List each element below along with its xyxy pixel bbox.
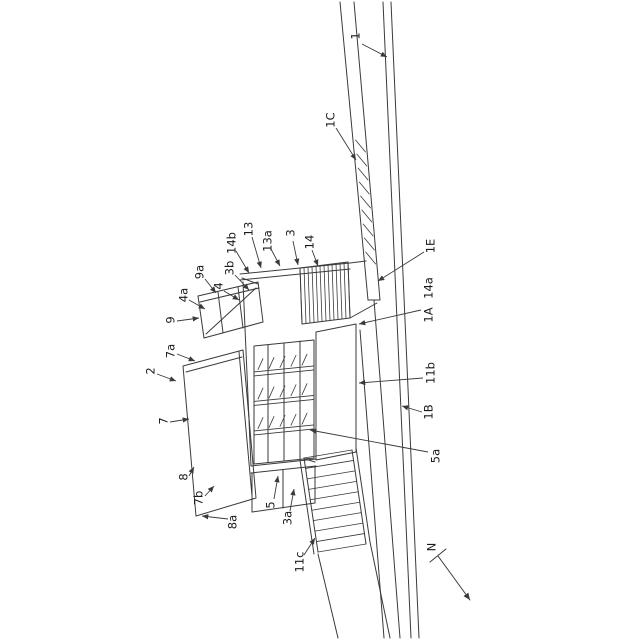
- ref-leader-11b: [358, 377, 424, 386]
- ref-label-9a: 9a: [193, 265, 217, 294]
- ref-label-14: 14: [303, 235, 319, 267]
- ref-leader-8: [188, 466, 195, 477]
- ref-label-text-14a: 14a: [422, 277, 436, 299]
- ref-label-text-1: 1: [349, 32, 363, 39]
- ref-leader-7b: [204, 485, 215, 497]
- ref-label-5a: 5a: [309, 428, 443, 463]
- ref-leader-7: [169, 417, 190, 423]
- ref-label-1E: 1E: [377, 239, 438, 282]
- ref-label-text-7b: 7b: [192, 491, 206, 506]
- ref-label-text-5a: 5a: [429, 449, 443, 463]
- ref-label-7b: 7b: [192, 485, 215, 506]
- ref-label-5: 5: [264, 475, 280, 509]
- ref-label-text-8a: 8a: [226, 515, 240, 529]
- ref-label-text-4a: 4a: [177, 288, 191, 302]
- ref-leader-4a: [188, 299, 206, 310]
- roof-panel: [182, 349, 257, 517]
- ref-label-1B: 1B: [401, 404, 436, 420]
- ref-label-text-13a: 13a: [261, 230, 275, 252]
- ref-label-text-9a: 9a: [193, 265, 207, 279]
- handrail: [197, 277, 264, 339]
- ref-leader-1E: [377, 251, 425, 282]
- ref-label-text-13: 13: [242, 222, 256, 237]
- ref-label-14a: 14a: [422, 277, 436, 299]
- ref-leader-3: [292, 240, 300, 266]
- boundary-wall-hatch: [355, 139, 377, 265]
- ref-label-7a: 7a: [164, 344, 196, 362]
- ref-label-text-1A: 1A: [422, 307, 436, 322]
- ref-leader-2: [156, 373, 177, 382]
- ref-label-3: 3: [284, 229, 300, 266]
- ref-leader-8a: [201, 514, 229, 520]
- ref-leader-7a: [176, 353, 196, 362]
- ref-label-text-1E: 1E: [424, 239, 438, 254]
- deck-body: [242, 281, 317, 513]
- ref-label-text-3: 3: [284, 229, 298, 236]
- ref-leader-1B: [401, 405, 423, 413]
- ref-label-text-14b: 14b: [225, 232, 239, 254]
- ref-label-14b: 14b: [225, 232, 250, 274]
- ref-leader-14: [311, 249, 319, 267]
- ref-label-8: 8: [177, 466, 195, 481]
- ref-leader-1: [361, 43, 388, 58]
- ref-label-13: 13: [242, 222, 262, 269]
- ref-leader-3b: [234, 274, 250, 291]
- ref-label-2: 2: [144, 367, 177, 382]
- ref-label-text-5: 5: [264, 501, 278, 508]
- ref-label-4: 4: [212, 282, 240, 301]
- ref-label-1: 1: [349, 32, 388, 58]
- ref-label-text-N: N: [425, 543, 439, 552]
- ref-label-3a: 3a: [281, 488, 296, 525]
- ref-label-text-1B: 1B: [422, 404, 436, 419]
- ref-label-11c: 11c: [293, 537, 316, 573]
- ref-leader-14b: [235, 250, 250, 274]
- stair-steps: [303, 449, 367, 553]
- ref-label-text-3b: 3b: [223, 261, 237, 276]
- ref-label-text-3a: 3a: [281, 511, 295, 525]
- ref-leader-5a: [309, 428, 429, 453]
- ref-label-4a: 4a: [177, 288, 206, 310]
- north-compass: [429, 548, 471, 601]
- ref-label-text-4: 4: [212, 282, 226, 289]
- ref-label-1C: 1C: [324, 112, 357, 161]
- ref-leader-1C: [335, 127, 357, 161]
- ref-leader-13a: [270, 248, 281, 267]
- ref-leader-9a: [204, 278, 217, 294]
- ref-leader-3a: [289, 488, 296, 512]
- ref-label-text-2: 2: [144, 367, 158, 374]
- ref-label-N: N: [425, 543, 439, 552]
- ref-leader-11c: [303, 537, 316, 556]
- ref-label-1A: 1A: [358, 307, 436, 326]
- side-wall-panel: [315, 323, 357, 461]
- ref-leader-9: [176, 316, 200, 322]
- ref-label-7: 7: [157, 417, 190, 425]
- ref-label-3b: 3b: [223, 261, 250, 291]
- ref-label-text-11b: 11b: [424, 362, 438, 384]
- ref-label-text-7a: 7a: [164, 344, 178, 358]
- ref-leader-13: [251, 236, 262, 269]
- ref-label-text-8: 8: [177, 473, 191, 480]
- ref-label-13a: 13a: [261, 230, 281, 267]
- lattice-slats: [299, 261, 351, 325]
- ref-label-8a: 8a: [201, 514, 240, 529]
- ref-label-text-1C: 1C: [324, 112, 338, 127]
- shelf-unit: [253, 339, 315, 465]
- ref-label-9: 9: [164, 316, 200, 324]
- ref-leader-4: [223, 290, 240, 301]
- ref-leader-1A: [358, 309, 422, 326]
- ref-leader-5: [273, 475, 280, 500]
- ref-label-text-9: 9: [164, 316, 178, 323]
- ref-label-11b: 11b: [358, 362, 438, 386]
- ref-label-text-11c: 11c: [293, 552, 307, 573]
- shelf-detail: [253, 353, 315, 436]
- ref-label-text-14: 14: [303, 235, 317, 250]
- ref-label-text-7: 7: [157, 417, 171, 424]
